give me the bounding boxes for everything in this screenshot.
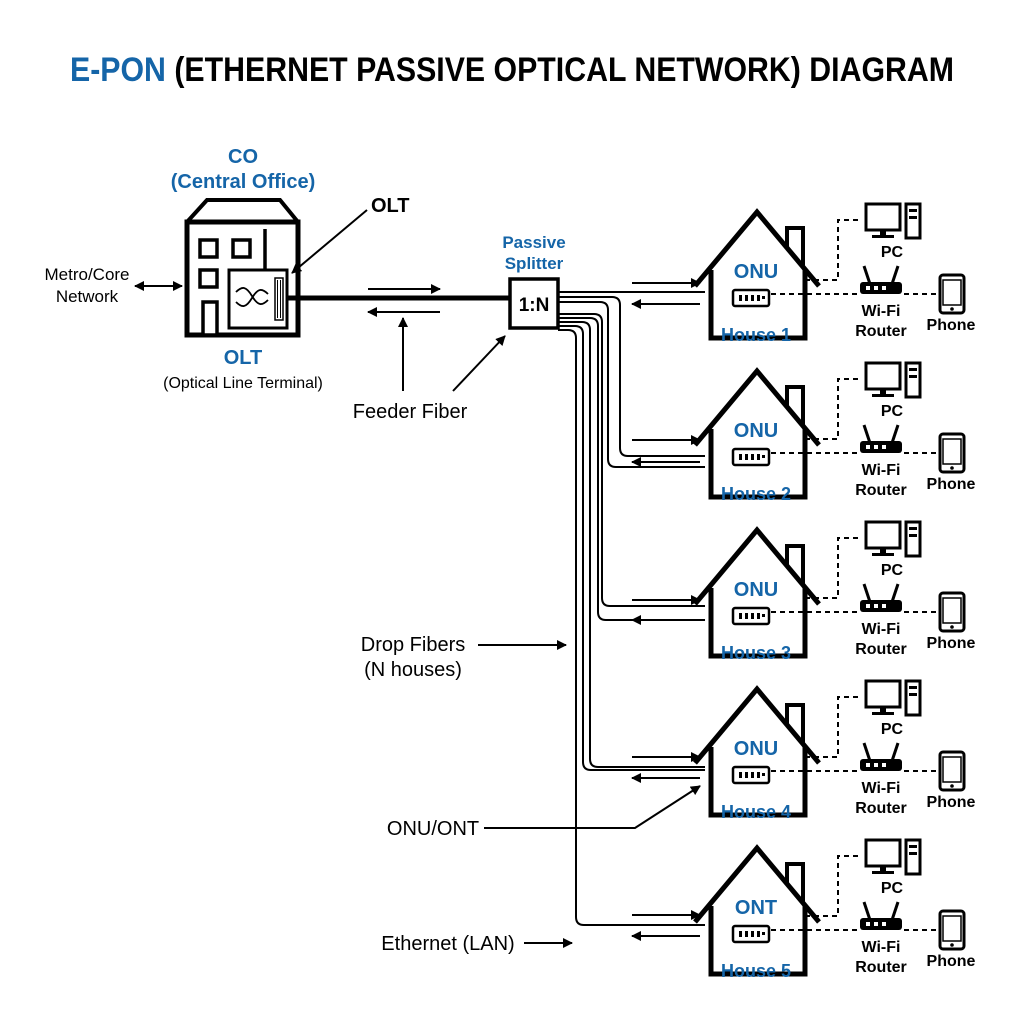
phone-icon — [938, 750, 966, 792]
pc-icon — [864, 679, 922, 717]
house-name: House 2 — [721, 484, 791, 504]
olt-callout-arrow — [291, 209, 368, 274]
pc-icon — [864, 838, 922, 876]
house-name: House 3 — [721, 643, 791, 663]
router-label-line2: Router — [855, 641, 907, 658]
phone-label: Phone — [927, 476, 976, 493]
phone-icon — [938, 432, 966, 474]
pc-label: PC — [881, 880, 904, 897]
pc-icon — [864, 520, 922, 558]
wifi-router-icon — [858, 582, 904, 614]
olt-unit-icon — [227, 268, 289, 330]
co-sublabel: (Central Office) — [171, 171, 315, 193]
onu-ont-callout-label: ONU/ONT — [387, 818, 479, 840]
router-label-line2: Router — [855, 800, 907, 817]
wifi-router-icon — [858, 423, 904, 455]
onu-box-icon — [731, 288, 771, 308]
pc-label: PC — [881, 721, 904, 738]
wifi-router-icon — [858, 264, 904, 296]
pc-label: PC — [881, 562, 904, 579]
lan-link-pc — [805, 696, 862, 758]
onu-ont-callout-arrow — [484, 785, 701, 829]
lan-link-pc — [805, 219, 862, 281]
olt-callout-label: OLT — [371, 195, 410, 217]
pc-icon — [864, 202, 922, 240]
splitter-title-line1: Passive — [502, 233, 565, 252]
onu-box-icon — [731, 447, 771, 467]
splitter-ratio: 1:N — [519, 295, 550, 316]
house-device-label: ONU — [734, 420, 778, 442]
metro-label-line2: Network — [56, 287, 119, 306]
router-label-line2: Router — [855, 482, 907, 499]
phone-label: Phone — [927, 953, 976, 970]
router-label-line1: Wi-Fi — [862, 462, 901, 479]
phone-icon — [938, 273, 966, 315]
drop-fibers-label-line2: (N houses) — [364, 659, 462, 681]
router-label-line2: Router — [855, 959, 907, 976]
house-name: House 5 — [721, 961, 791, 981]
title-rest: (ETHERNET PASSIVE OPTICAL NETWORK) DIAGR… — [166, 51, 954, 89]
olt-sublabel: (Optical Line Terminal) — [163, 375, 323, 392]
metro-label-line1: Metro/Core — [44, 265, 129, 284]
house-device-label: ONT — [735, 897, 777, 919]
onu-box-icon — [731, 765, 771, 785]
olt-label: OLT — [224, 347, 263, 369]
feeder-callout-arrow-2 — [452, 335, 506, 392]
drop-fiber-bundle — [558, 291, 705, 926]
router-label-line2: Router — [855, 323, 907, 340]
router-label-line1: Wi-Fi — [862, 303, 901, 320]
lan-link-pc — [805, 855, 862, 917]
phone-icon — [938, 909, 966, 951]
onu-box-icon — [731, 924, 771, 944]
co-label: CO — [228, 146, 258, 168]
house-name: House 1 — [721, 325, 791, 345]
title-acronym: E-PON — [70, 51, 166, 89]
onu-box-icon — [731, 606, 771, 626]
lan-link-pc — [805, 537, 862, 599]
house-name: House 4 — [721, 802, 791, 822]
splitter-title-line2: Splitter — [505, 254, 564, 273]
phone-label: Phone — [927, 317, 976, 334]
feeder-fiber-label: Feeder Fiber — [353, 401, 468, 423]
wifi-router-icon — [858, 900, 904, 932]
phone-label: Phone — [927, 794, 976, 811]
lan-link-pc — [805, 378, 862, 440]
house-device-label: ONU — [734, 738, 778, 760]
pc-label: PC — [881, 403, 904, 420]
house-device-label: ONU — [734, 579, 778, 601]
phone-label: Phone — [927, 635, 976, 652]
splitter-box — [508, 277, 560, 330]
ethernet-callout-label: Ethernet (LAN) — [381, 933, 514, 955]
pc-label: PC — [881, 244, 904, 261]
drop-fibers-label-line1: Drop Fibers — [361, 634, 465, 656]
router-label-line1: Wi-Fi — [862, 780, 901, 797]
router-label-line1: Wi-Fi — [862, 621, 901, 638]
pc-icon — [864, 361, 922, 399]
house-device-label: ONU — [734, 261, 778, 283]
wifi-router-icon — [858, 741, 904, 773]
router-label-line1: Wi-Fi — [862, 939, 901, 956]
diagram-title: E-PON (ETHERNET PASSIVE OPTICAL NETWORK)… — [70, 51, 954, 89]
phone-icon — [938, 591, 966, 633]
